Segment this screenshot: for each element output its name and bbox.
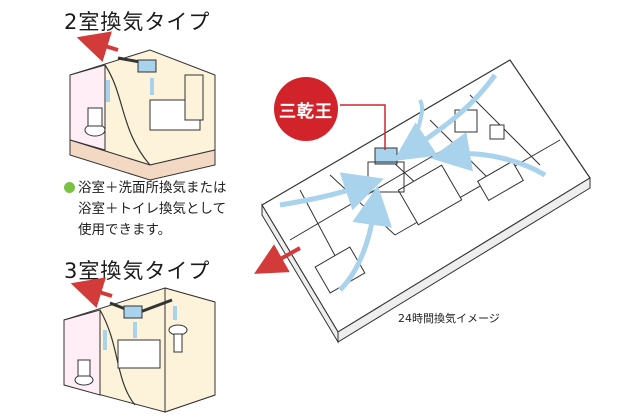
green-bullet-icon: [64, 182, 75, 193]
usage-note-line-2: 浴室＋トイレ換気として: [78, 201, 227, 217]
two-room-type-heading: 2室換気タイプ: [64, 10, 211, 34]
floorplan-caption: 24時間換気イメージ: [398, 312, 500, 325]
usage-note: 浴室＋洗面所換気または 浴室＋トイレ換気として 使用できます。: [64, 178, 227, 241]
vent-unit-icon: [137, 59, 157, 73]
sankan-ou-badge: 三乾王: [274, 77, 338, 141]
usage-note-line-3: 使用できます。: [78, 222, 172, 238]
usage-note-line-1: 浴室＋洗面所換気または: [64, 178, 227, 199]
badge-label: 三乾王: [279, 101, 333, 122]
vent-unit-icon: [123, 305, 143, 319]
